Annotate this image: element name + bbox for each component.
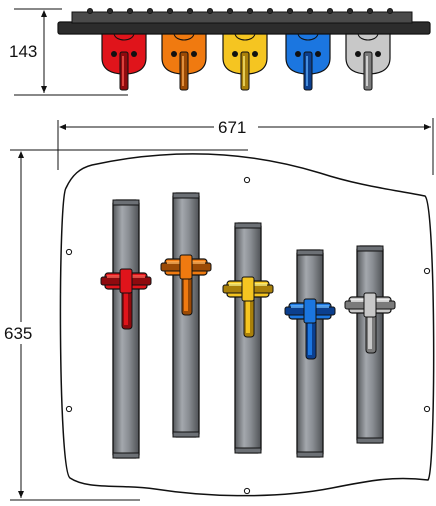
top-plate bbox=[71, 11, 413, 24]
plate-bump bbox=[346, 7, 353, 14]
dimension-label-height: 635 bbox=[4, 324, 32, 343]
slider-tube bbox=[234, 222, 262, 454]
slider-silver bbox=[344, 245, 396, 444]
plate-bump bbox=[146, 7, 153, 14]
plate-bump bbox=[107, 7, 114, 14]
side-view bbox=[57, 7, 431, 91]
side-handle-red bbox=[101, 33, 147, 91]
side-handle-yellow bbox=[222, 33, 268, 91]
slider-blue bbox=[284, 249, 336, 458]
dimension-height: 635 bbox=[2, 149, 248, 501]
dimension-top-height: 143 bbox=[9, 8, 128, 96]
dimension-label-width: 671 bbox=[218, 118, 246, 137]
mounting-hole bbox=[243, 487, 251, 495]
dimension-width: 671 bbox=[57, 117, 434, 175]
plate-bump bbox=[206, 7, 213, 14]
dimension-label-top-height: 143 bbox=[9, 42, 37, 61]
plate-bump bbox=[246, 7, 253, 14]
plate-bump bbox=[326, 7, 333, 14]
plate-bump bbox=[386, 7, 393, 14]
plate-bump bbox=[186, 7, 193, 14]
mounting-holes bbox=[65, 176, 431, 495]
plate-bump bbox=[286, 7, 293, 14]
plate-bump bbox=[306, 7, 313, 14]
slider-yellow bbox=[222, 222, 274, 454]
side-view-handles bbox=[101, 33, 391, 91]
slider-red bbox=[100, 199, 152, 459]
plate-bump bbox=[266, 7, 273, 14]
mounting-hole bbox=[423, 405, 431, 413]
side-handle-silver bbox=[345, 33, 391, 91]
mounting-hole bbox=[243, 176, 251, 184]
mounting-hole bbox=[423, 267, 431, 275]
top-mounting-bar bbox=[57, 21, 431, 35]
plate-bump bbox=[127, 7, 134, 14]
mounting-hole bbox=[65, 405, 73, 413]
front-view-sliders bbox=[100, 192, 396, 459]
plate-bump bbox=[226, 7, 233, 14]
plate-bump bbox=[87, 7, 94, 14]
slider-orange bbox=[160, 192, 212, 438]
slider-handle-blue[interactable] bbox=[284, 298, 336, 360]
slider-handle-orange[interactable] bbox=[160, 254, 212, 316]
mounting-hole bbox=[65, 248, 73, 256]
top-bumps bbox=[87, 7, 393, 14]
plate-bump bbox=[166, 7, 173, 14]
plate-bump bbox=[366, 7, 373, 14]
slider-handle-yellow[interactable] bbox=[222, 276, 274, 338]
side-handle-orange bbox=[161, 33, 207, 91]
slider-handle-silver[interactable] bbox=[344, 292, 396, 354]
slider-handle-red[interactable] bbox=[100, 268, 152, 330]
side-handle-blue bbox=[285, 33, 331, 91]
